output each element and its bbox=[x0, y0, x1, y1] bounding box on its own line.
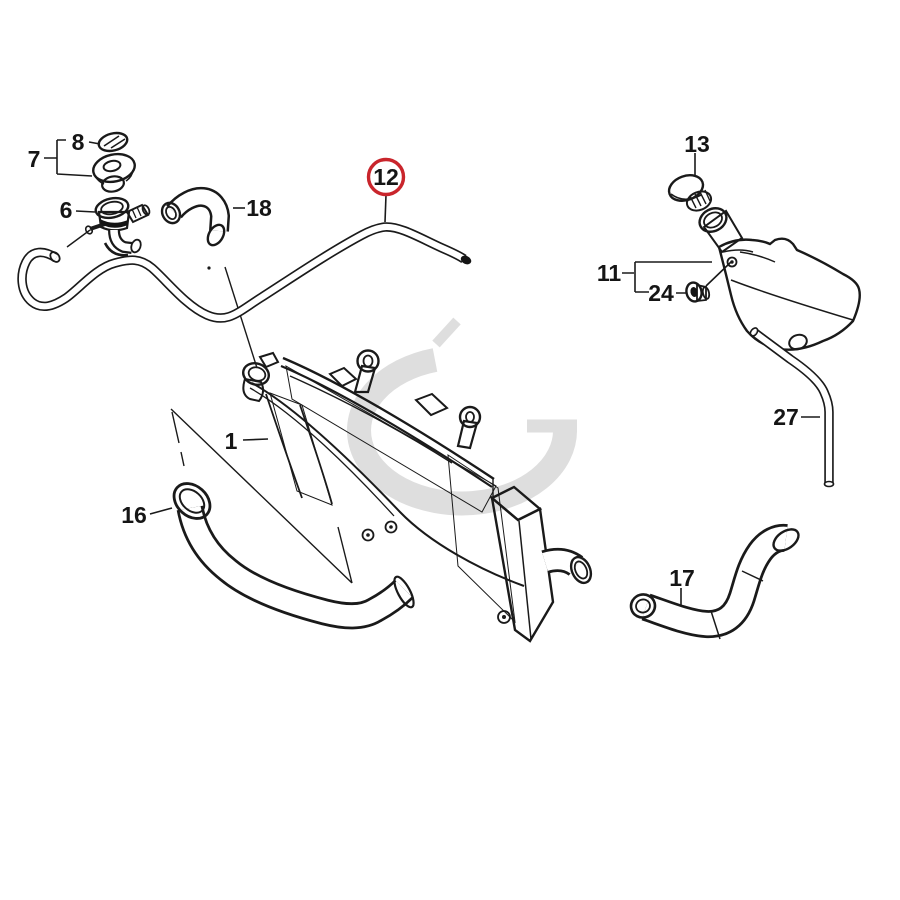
frame-clip-1 bbox=[328, 366, 358, 388]
joint-bolt bbox=[89, 222, 106, 231]
hose-17-opening bbox=[629, 593, 657, 619]
part-27-tube bbox=[749, 327, 835, 488]
cap-lower-collar bbox=[101, 175, 125, 193]
callout-17: 17 bbox=[669, 565, 695, 591]
hose-18-end-face bbox=[206, 223, 226, 247]
part-16-lower-hose bbox=[149, 482, 415, 630]
watermark-logo bbox=[347, 317, 578, 516]
joint-seal-ring bbox=[94, 196, 130, 220]
hose-16-opening bbox=[172, 482, 212, 520]
filler-neck-bracket bbox=[242, 377, 265, 403]
part-24-grommet bbox=[685, 281, 711, 303]
hose-16-end-face bbox=[393, 575, 415, 609]
callout-16: 16 bbox=[121, 502, 147, 528]
part-12-siphon-hose bbox=[17, 222, 472, 323]
part-6-joint-fitting bbox=[75, 196, 151, 257]
callout-13: 13 bbox=[684, 131, 710, 157]
callout-27: 27 bbox=[773, 404, 799, 430]
tank-neck bbox=[702, 209, 744, 254]
part-8-seal-disc bbox=[97, 131, 129, 153]
filler-neck-ring bbox=[242, 362, 270, 386]
callout-24: 24 bbox=[648, 280, 674, 306]
part-7-cap-body bbox=[92, 152, 136, 184]
radiator-core-mesh-top bbox=[285, 365, 497, 513]
filler-neck-tab bbox=[258, 351, 280, 369]
cap-inner-oval bbox=[102, 159, 122, 173]
end-tank-front bbox=[490, 494, 555, 643]
part-13-tank-cap bbox=[667, 174, 713, 212]
callout-18: 18 bbox=[246, 195, 272, 221]
part-1-radiator bbox=[170, 349, 593, 643]
callout-12: 12 bbox=[373, 164, 399, 190]
callout-11: 11 bbox=[597, 260, 622, 286]
part-7-radiator-cap-group bbox=[44, 131, 136, 193]
speck-dot bbox=[207, 266, 211, 270]
mounting-tab-1 bbox=[356, 349, 380, 373]
part-18-elbow-hose bbox=[160, 186, 245, 247]
tank-body bbox=[717, 237, 861, 351]
part-17-lower-hose bbox=[629, 523, 800, 640]
tank-mount-boss bbox=[726, 256, 738, 268]
callout-labels: 7 8 6 18 1 16 17 13 11 24 27 bbox=[28, 129, 799, 591]
radiator-core-mesh-right bbox=[447, 454, 516, 624]
hose-12-open-end bbox=[49, 251, 61, 263]
callout-1: 1 bbox=[225, 428, 238, 454]
hose-18-opening bbox=[160, 201, 182, 225]
highlighted-callout-12: 12 bbox=[366, 157, 406, 223]
leader-lines-background bbox=[66, 229, 258, 369]
outlet-opening bbox=[569, 555, 593, 585]
tank-neck-opening bbox=[698, 207, 728, 233]
callout-8: 8 bbox=[72, 129, 85, 155]
hose-12-dark-tip bbox=[460, 255, 472, 265]
cap-top bbox=[667, 174, 705, 202]
highlight-circle bbox=[366, 157, 406, 197]
end-tank-top bbox=[489, 485, 543, 522]
callout-7: 7 bbox=[28, 146, 41, 172]
part-11-reserve-tank-group bbox=[622, 153, 861, 488]
mounting-tab-2 bbox=[458, 405, 482, 429]
frame-clip-2 bbox=[414, 392, 449, 417]
callout-6: 6 bbox=[60, 197, 73, 223]
hose-17-end-face bbox=[772, 528, 800, 552]
tank-drain-nub bbox=[788, 333, 808, 351]
